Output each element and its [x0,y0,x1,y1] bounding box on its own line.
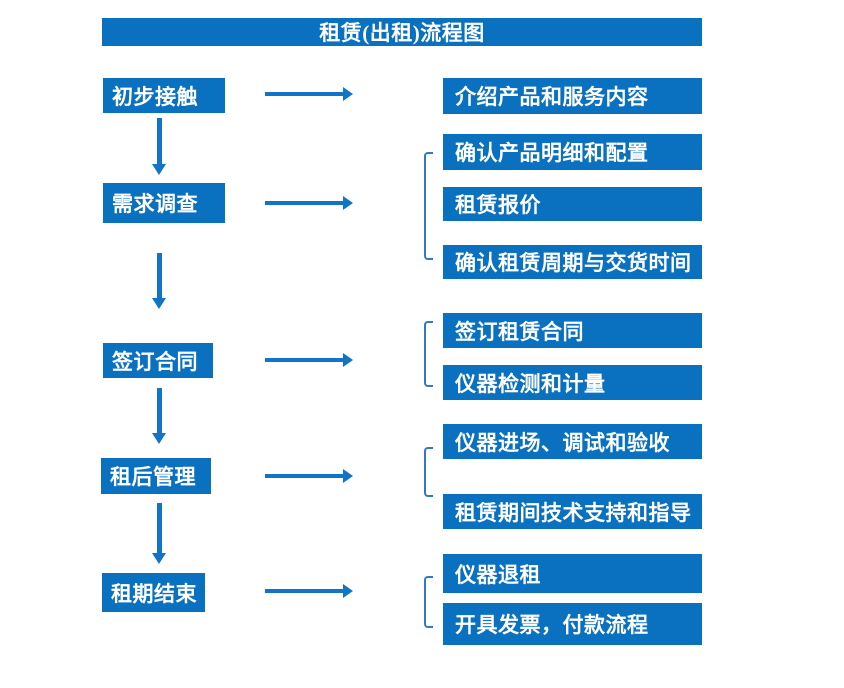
detail-box-confirm-product-details-config: 确认产品明细和配置 [443,134,702,170]
arrow-down-icon-4 [152,503,166,564]
step-box-demand-survey: 需求调查 [103,183,225,223]
arrow-down-icon-2 [152,253,166,309]
detail-box-technical-support-guidance: 租赁期间技术支持和指导 [443,494,702,529]
detail-box-invoice-payment-process: 开具发票，付款流程 [443,603,702,645]
arrow-down-icon-1 [152,118,166,175]
arrow-right-icon-5 [265,584,353,598]
detail-box-introduce-products-services: 介绍产品和服务内容 [443,78,702,114]
arrow-right-icon-4 [265,469,353,483]
detail-box-rental-quotation: 租赁报价 [443,187,702,221]
detail-box-sign-rental-contract: 签订租赁合同 [443,313,702,348]
group-bracket-post-rental [424,447,433,497]
step-box-initial-contact: 初步接触 [103,78,225,113]
group-bracket-lease-end [424,576,433,628]
detail-box-instrument-entry-commissioning-acceptance: 仪器进场、调试和验收 [443,424,702,459]
detail-box-confirm-rental-period-delivery: 确认租赁周期与交货时间 [443,245,702,279]
arrow-right-icon-2 [265,196,353,210]
detail-box-instrument-return: 仪器退租 [443,554,702,593]
step-box-lease-end: 租期结束 [102,573,205,612]
arrow-right-icon-3 [265,353,353,367]
flowchart-title: 租赁(出租)流程图 [102,18,702,46]
arrow-right-icon-1 [265,87,353,101]
step-box-post-rental-management: 租后管理 [101,458,211,494]
arrow-down-icon-3 [152,388,166,444]
group-bracket-sign-contract [424,321,433,387]
detail-box-instrument-testing-measurement: 仪器检测和计量 [443,365,702,400]
group-bracket-demand-survey [424,152,433,260]
step-box-sign-contract: 签订合同 [103,343,213,378]
